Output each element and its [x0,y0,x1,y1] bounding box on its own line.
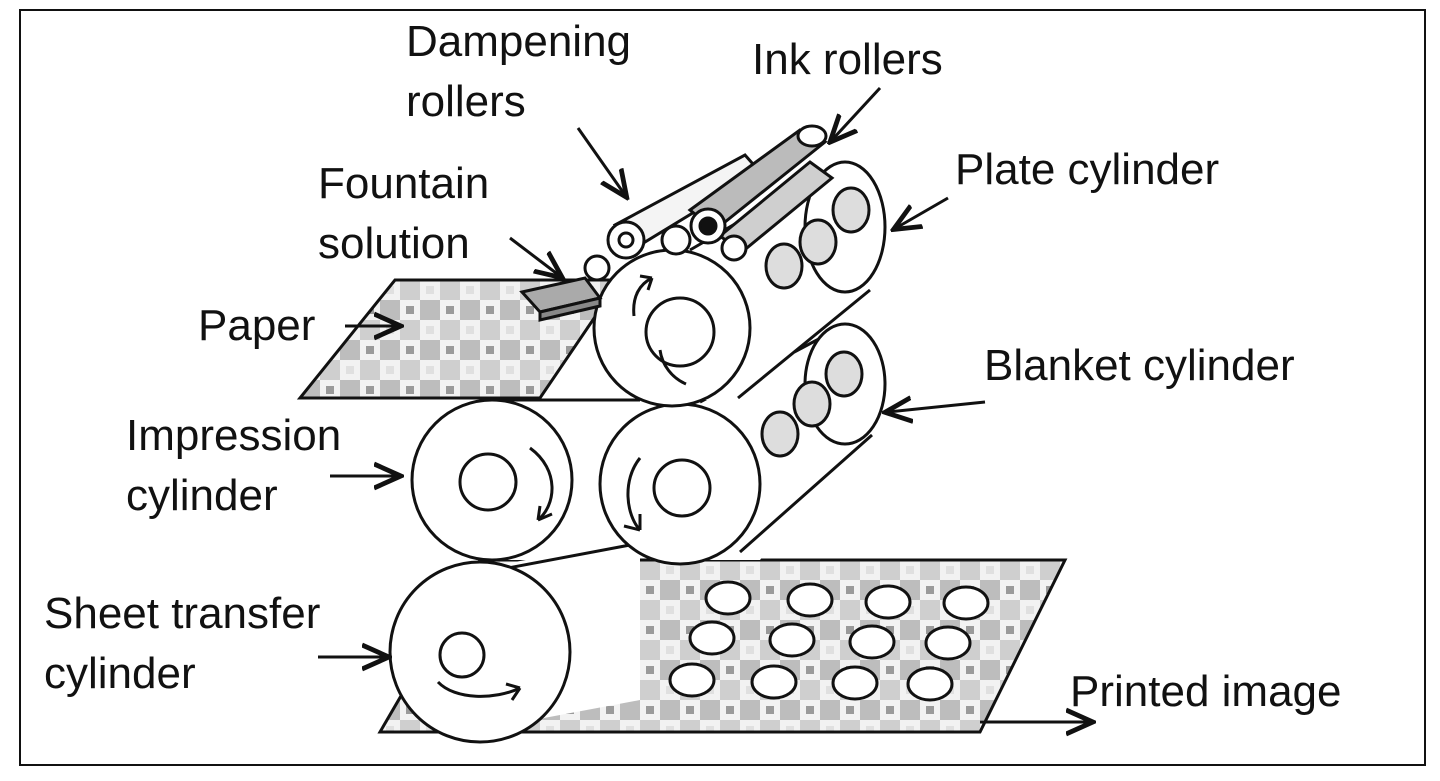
label-ink-rollers: Ink rollers [752,35,943,84]
blanket-cylinder-arrow [888,402,986,412]
dampening-arrow [576,127,625,195]
label-dampening-line1: Dampening [406,17,631,66]
ink-rollers-arrow [832,86,882,140]
label-blanket-cylinder: Blanket cylinder [984,341,1295,390]
label-paper: Paper [198,301,315,350]
sheet-transfer-cylinder [388,540,640,744]
fountain-arrow [509,236,560,276]
plate-cylinder-arrow [896,196,949,228]
plate-cylinder [592,160,887,408]
label-impression-line2: cylinder [126,471,278,520]
label-fountain-line2: solution [318,219,470,268]
label-impression-line1: Impression [126,411,341,460]
label-dampening-line2: rollers [406,77,526,126]
label-printed-image: Printed image [1070,667,1341,716]
impression-cylinder [410,398,640,562]
label-sheet-transfer-line2: cylinder [44,649,196,698]
printed-image-dots [668,580,990,702]
diagram-frame [19,9,1426,766]
fountain-tray [519,276,603,322]
label-fountain-line1: Fountain [318,159,489,208]
label-plate-cylinder: Plate cylinder [955,145,1219,194]
dampening-rollers [583,153,763,282]
ink-rollers [687,124,835,262]
label-sheet-transfer-line1: Sheet transfer [44,589,320,638]
